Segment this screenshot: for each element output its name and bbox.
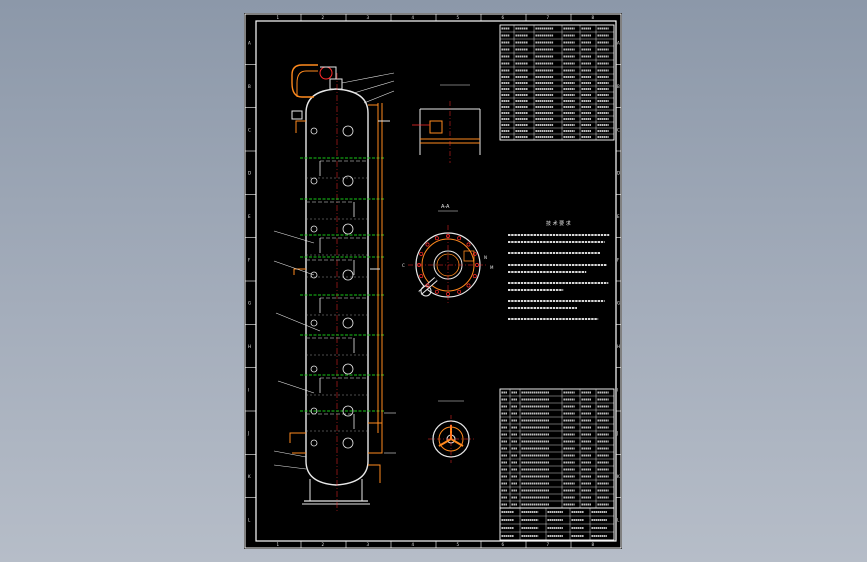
bolt-hole — [434, 289, 439, 294]
row-marker: C — [248, 127, 251, 132]
title-block — [499, 507, 615, 541]
manhole-mark — [310, 225, 318, 233]
tower-trays — [300, 157, 384, 432]
manhole-mark — [310, 319, 318, 327]
row-marker: K — [248, 474, 251, 479]
column-marker: 3 — [367, 15, 370, 20]
manhole-mark — [342, 317, 354, 329]
column-marker: 3 — [367, 542, 370, 547]
bolt-hole — [419, 251, 424, 256]
label-n: N — [484, 255, 487, 260]
row-marker: A — [617, 41, 620, 46]
row-marker: B — [248, 84, 251, 89]
manhole-mark — [342, 437, 354, 449]
row-marker: E — [617, 214, 620, 219]
flange-view — [428, 400, 474, 463]
bolt-hole — [457, 236, 462, 241]
bolt-hole — [417, 263, 421, 267]
column-marker: 4 — [412, 542, 415, 547]
bolt-hole — [446, 292, 450, 296]
manhole-mark — [342, 269, 354, 281]
bolt-hole — [472, 251, 477, 256]
manhole-mark — [310, 177, 318, 185]
column-marker: 5 — [457, 542, 460, 547]
manhole-mark — [310, 439, 318, 447]
column-marker: 5 — [457, 15, 460, 20]
row-marker: I — [617, 387, 618, 392]
column-markers-bottom: 1 2 3 4 5 6 7 8 — [277, 541, 595, 548]
detail-view-upper — [412, 84, 481, 163]
row-markers-left: A B C D E F G H I J K L — [245, 41, 256, 522]
label-m: M — [490, 265, 494, 270]
row-marker: L — [248, 517, 251, 522]
row-marker: A — [248, 41, 251, 46]
bolt-hole — [425, 242, 430, 247]
side-piping — [368, 103, 390, 483]
bolt-hole — [425, 283, 430, 288]
manhole-mark — [342, 363, 354, 375]
label-c: C — [402, 263, 405, 268]
tower-manholes — [310, 125, 354, 449]
row-marker: H — [617, 344, 620, 349]
bolt-hole — [466, 242, 471, 247]
design-data-table — [499, 24, 615, 141]
row-markers-right: A B C D E F G H I J K L — [616, 41, 621, 522]
column-marker: 2 — [322, 15, 325, 20]
row-marker: F — [617, 257, 620, 262]
manhole-mark — [342, 175, 354, 187]
bolt-hole — [475, 263, 479, 267]
row-marker: K — [617, 474, 620, 479]
column-marker: 4 — [412, 15, 415, 20]
overhead-line — [291, 64, 395, 104]
bolt-hole — [472, 274, 477, 279]
bolt-hole — [419, 274, 424, 279]
row-marker: J — [247, 431, 249, 436]
row-marker: G — [248, 301, 251, 306]
manhole-mark — [342, 125, 354, 137]
manhole-mark — [310, 271, 318, 279]
column-marker: 8 — [592, 15, 595, 20]
row-marker: L — [617, 517, 620, 522]
section-label: A-A — [441, 204, 450, 210]
tower-column — [302, 73, 370, 511]
technical-notes: 技 术 要 求 — [508, 220, 610, 320]
manhole-mark — [310, 365, 318, 373]
row-marker: C — [617, 127, 620, 132]
left-nozzles — [289, 110, 306, 454]
bolt-hole — [434, 236, 439, 241]
row-marker: B — [617, 84, 620, 89]
row-marker: E — [248, 214, 251, 219]
column-marker: 8 — [592, 542, 595, 547]
column-marker: 7 — [547, 542, 550, 547]
manhole-mark — [342, 223, 354, 235]
column-marker: 1 — [277, 542, 280, 547]
column-marker: 6 — [502, 542, 505, 547]
bolt-hole — [446, 234, 450, 238]
row-marker: D — [617, 171, 620, 176]
leader-lines — [273, 230, 396, 470]
column-marker: 7 — [547, 15, 550, 20]
row-marker: I — [248, 387, 249, 392]
cad-drawing: 1 2 3 4 5 6 7 8 1 2 3 4 5 6 7 8 A B C D E F G H I J K L A B C D E F G H I… — [244, 13, 622, 549]
column-marker: 1 — [277, 15, 280, 20]
row-marker: H — [248, 344, 251, 349]
manhole-mark — [310, 127, 318, 135]
row-marker: D — [248, 171, 251, 176]
column-marker: 2 — [322, 542, 325, 547]
notes-lines — [508, 234, 610, 320]
row-marker: J — [616, 431, 618, 436]
plan-view-section: A-A C N M — [402, 204, 494, 305]
drawing-sheet: 1 2 3 4 5 6 7 8 1 2 3 4 5 6 7 8 A B C D E F G H I J K L A B C D E F G H I… — [244, 13, 622, 549]
notes-title: 技 术 要 求 — [546, 220, 571, 227]
row-marker: G — [617, 301, 620, 306]
plan-view-bolts — [417, 234, 479, 296]
manhole-mark — [342, 405, 354, 417]
manhole-mark — [310, 407, 318, 415]
nozzle-schedule-table — [499, 388, 615, 509]
bolt-hole — [466, 283, 471, 288]
bolt-hole — [457, 289, 462, 294]
column-marker: 6 — [502, 15, 505, 20]
column-markers-top: 1 2 3 4 5 6 7 8 — [277, 14, 595, 21]
row-marker: F — [248, 257, 251, 262]
